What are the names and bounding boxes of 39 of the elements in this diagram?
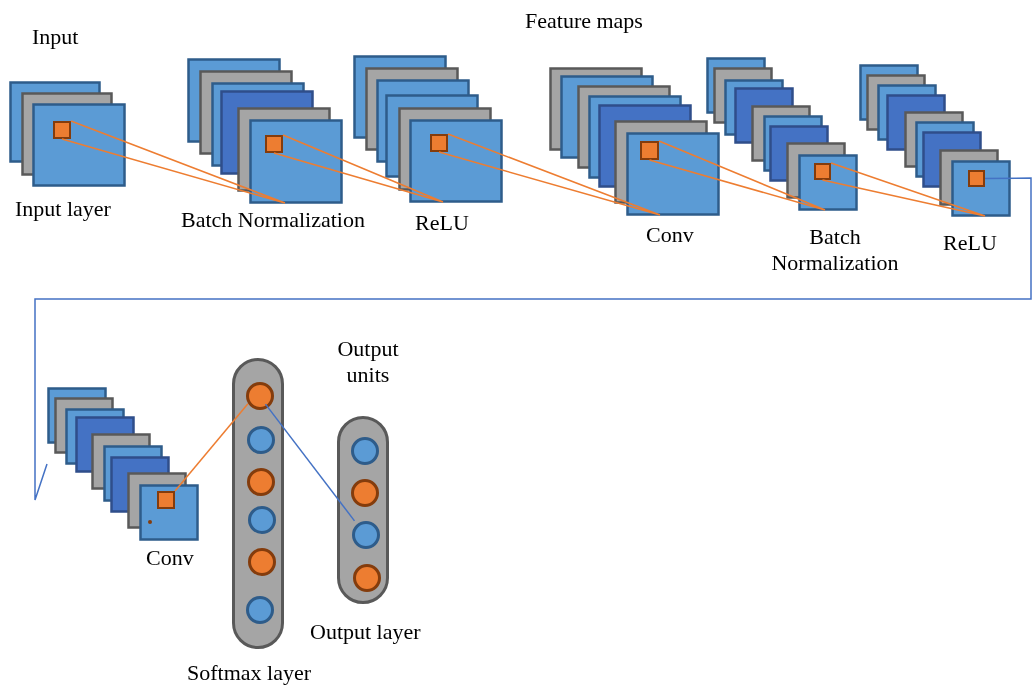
unit-circle [352, 521, 380, 549]
unit-circle [246, 382, 274, 410]
layer-label: Output layer [310, 619, 421, 645]
layer-label: ReLU [943, 230, 997, 256]
kernel-square [814, 163, 831, 180]
unit-circle [246, 596, 274, 624]
unit-circle [351, 479, 379, 507]
kernel-square [157, 491, 175, 509]
unit-circle [248, 548, 276, 576]
unit-circle [353, 564, 381, 592]
layer-label: ReLU [415, 210, 469, 236]
kernel-square [640, 141, 659, 160]
layer-label: Output units [336, 336, 400, 388]
kernel-square [53, 121, 71, 139]
connection-line [438, 133, 661, 216]
layer-label: Input layer [15, 196, 111, 222]
connection-line [273, 134, 444, 203]
kernel-square [968, 170, 985, 187]
unit-circle [351, 437, 379, 465]
connection-line [174, 402, 249, 492]
unit-circle [248, 506, 276, 534]
layer-label: Softmax layer [187, 660, 312, 686]
connection-line [61, 120, 286, 204]
layer-column [337, 416, 389, 604]
connection-line [264, 403, 356, 522]
layer-label: Conv [646, 222, 694, 248]
connection-line [821, 162, 986, 217]
layer-column [232, 358, 284, 649]
layer-label: Batch Normalization [770, 224, 900, 276]
unit-circle [247, 426, 275, 454]
connection-line [648, 140, 826, 211]
layer-label: Conv [146, 545, 194, 571]
connection-line [34, 177, 1032, 501]
heading-label: Feature maps [525, 8, 643, 34]
layer-label: Batch Normalization [181, 207, 365, 233]
kernel-square [430, 134, 448, 152]
unit-circle [247, 468, 275, 496]
kernel-square [265, 135, 283, 153]
heading-label: Input [32, 24, 79, 50]
